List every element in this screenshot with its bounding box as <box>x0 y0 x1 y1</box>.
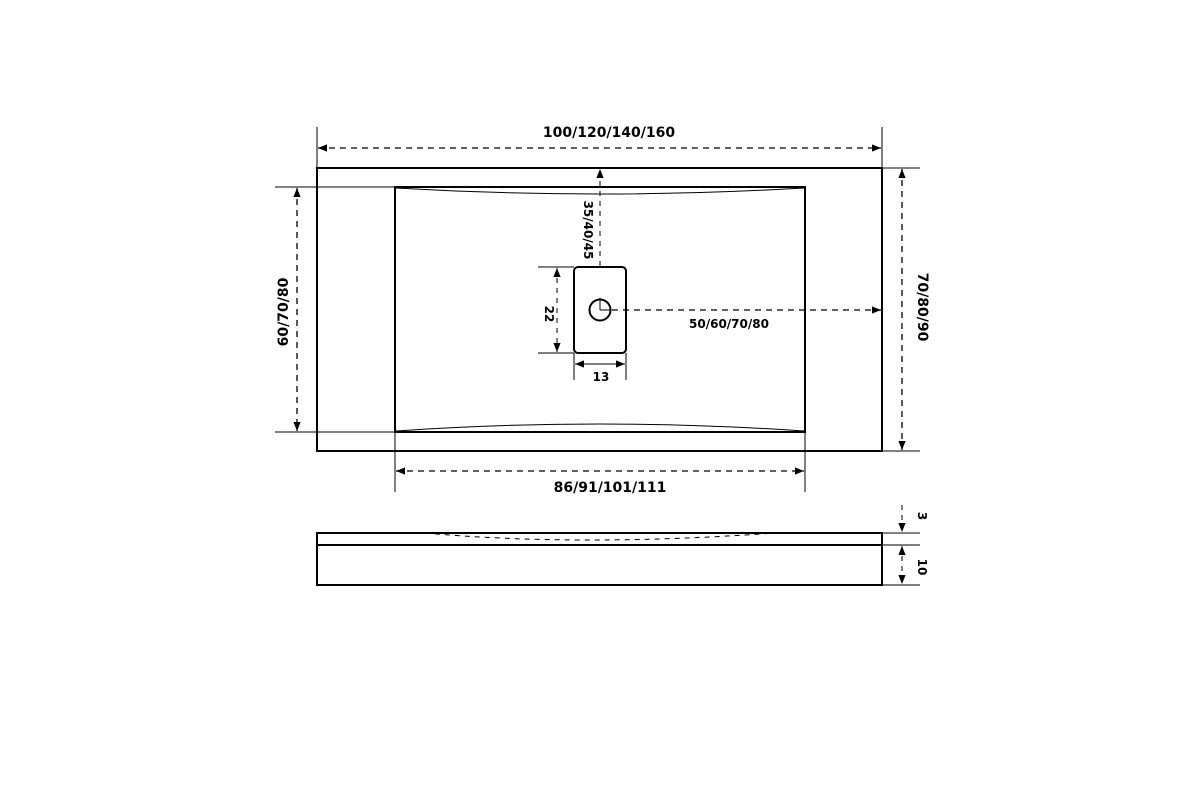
label-basin-length: 86/91/101/111 <box>554 480 667 496</box>
side-basin-hidden-curve <box>424 532 776 541</box>
side-base-slab <box>316 544 883 586</box>
label-drain-width: 13 <box>593 370 610 384</box>
side-view: 3 10 <box>316 505 929 586</box>
label-overall-depth: 70/80/90 <box>914 273 930 342</box>
basin-front-curve <box>395 423 805 432</box>
label-drain-to-side: 50/60/70/80 <box>689 317 769 331</box>
label-side-base-thickness: 10 <box>915 559 929 576</box>
label-side-top-thickness: 3 <box>915 512 929 520</box>
label-drain-height: 22 <box>542 306 556 323</box>
label-overall-length: 100/120/140/160 <box>543 125 675 141</box>
top-view: 100/120/140/160 70/80/90 60/70/80 86/91/… <box>275 125 930 496</box>
side-top-layer <box>316 532 883 546</box>
countertop-outline <box>316 167 883 452</box>
label-drain-from-back: 35/40/45 <box>581 201 595 260</box>
label-basin-depth: 60/70/80 <box>276 277 292 346</box>
